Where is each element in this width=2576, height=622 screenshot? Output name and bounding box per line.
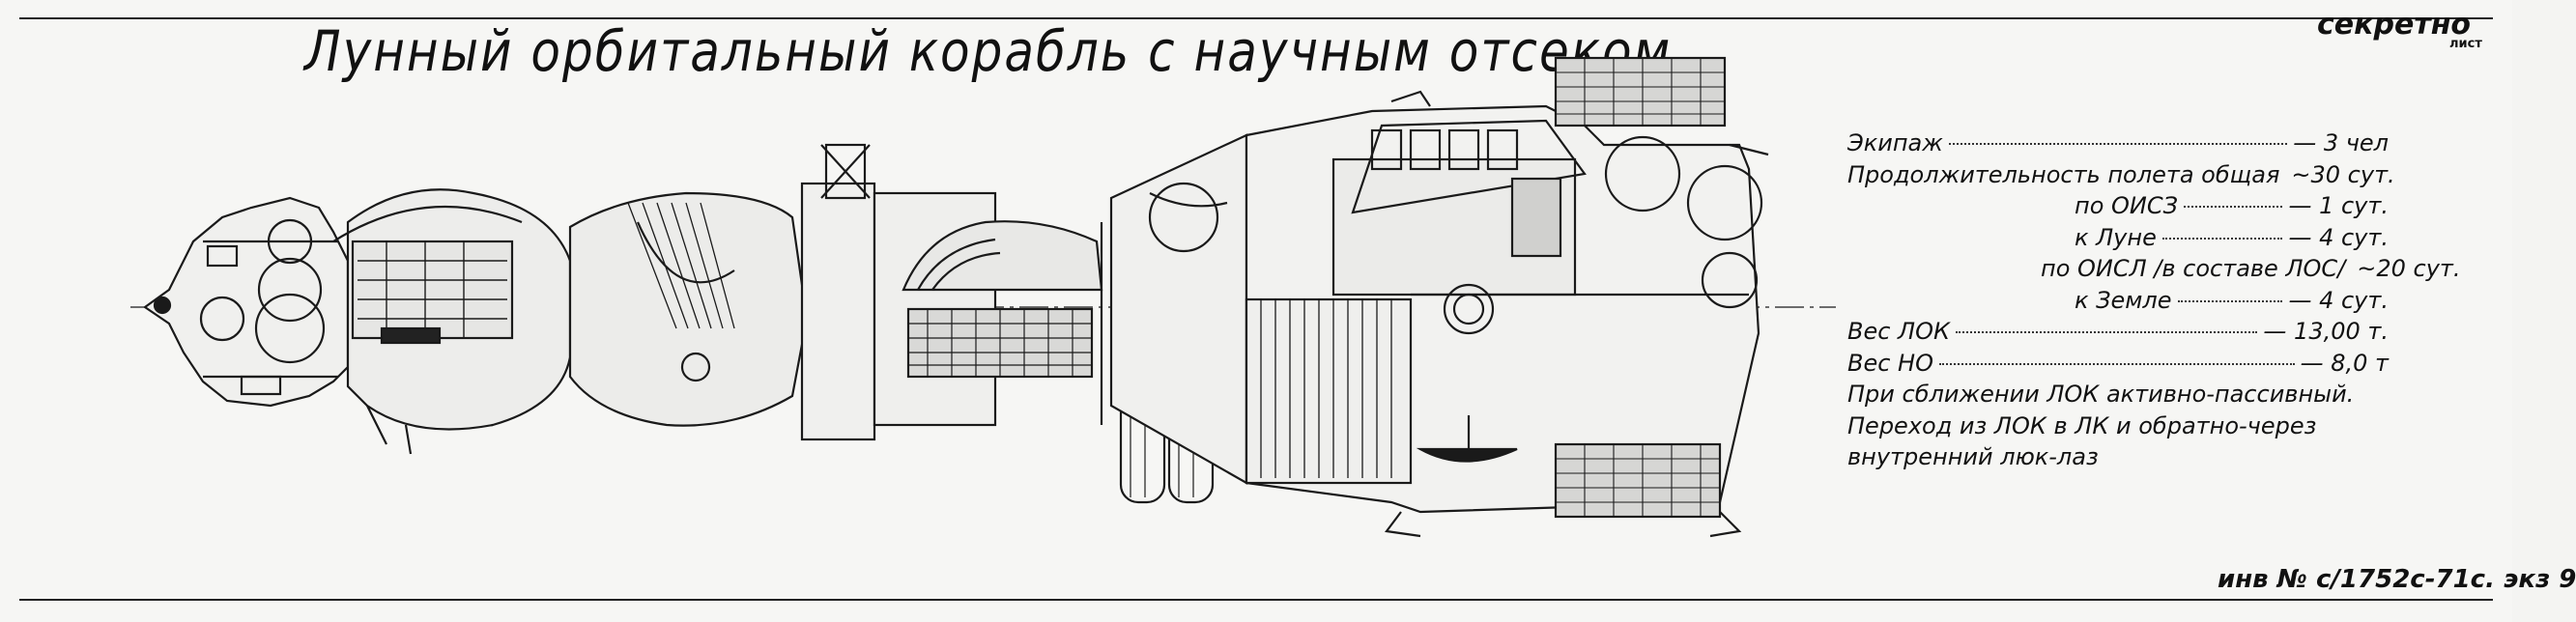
- spec-note-docking: При сближении ЛОК активно-пассивный.: [1847, 381, 2355, 408]
- spacecraft-drawing: [130, 56, 1836, 538]
- spec-label: к Луне: [2075, 223, 2157, 251]
- spec-value: — 1 сут.: [2288, 192, 2389, 219]
- spec-leader-dots: [1956, 331, 2258, 333]
- spec-row-to-earth: к Земле — 4 сут.: [1847, 285, 2389, 317]
- instrument-section: [800, 143, 1215, 504]
- spec-label: Вес НО: [1847, 349, 1933, 377]
- spec-row-lok-weight: Вес ЛОК — 13,00 т.: [1847, 316, 2389, 348]
- spec-label: Продолжительность полета общая: [1847, 160, 2280, 188]
- spec-leader-dots: [1948, 143, 2288, 145]
- frame-bottom-line: [19, 599, 2493, 601]
- spec-value: ~30 сут.: [2291, 160, 2395, 188]
- spec-leader-dots: [1939, 362, 2295, 365]
- spec-value: ~20 сут.: [2357, 255, 2461, 282]
- spec-row-crew: Экипаж — 3 чел: [1847, 127, 2389, 159]
- spec-label: Вес ЛОК: [1847, 318, 1951, 345]
- frame-top-line: [19, 17, 2493, 19]
- descent-module: [143, 196, 350, 408]
- specifications-block: Экипаж — 3 чел Продолжительность полета …: [1847, 127, 2461, 473]
- intermediate-compartment: [568, 191, 809, 427]
- spec-label: по ОИСЛ /в составе ЛОС/: [2041, 255, 2346, 282]
- spec-note-transfer: Переход из ЛОК в ЛК и обратно-через: [1847, 411, 2317, 439]
- drawing-sheet: Лунный орбитальный корабль с научным отс…: [19, 8, 2576, 601]
- spec-label: Экипаж: [1847, 129, 1943, 156]
- spec-row-to-moon: к Луне — 4 сут.: [1847, 222, 2389, 254]
- spec-leader-dots: [2184, 206, 2283, 208]
- spec-row-lunar-orbit: по ОИСЛ /в составе ЛОС/ ~20 сут.: [1847, 253, 2461, 285]
- spec-leader-dots: [2177, 299, 2283, 302]
- spec-note-hatch: внутренний люк-лаз: [1847, 443, 2099, 470]
- sheet-label: лист: [2449, 37, 2482, 51]
- inventory-number: инв № с/1752с-71с. экз 9: [2218, 565, 2576, 594]
- spec-label: по ОИСЗ: [2075, 192, 2178, 219]
- drawing-title: Лунный орбитальный корабль с научным отс…: [304, 19, 1673, 84]
- spec-value: — 4 сут.: [2288, 223, 2389, 251]
- science-compartment: [1245, 56, 1769, 538]
- spec-label: к Земле: [2075, 286, 2172, 314]
- spec-value: — 4 сут.: [2288, 286, 2389, 314]
- spec-row-earth-orbit: по ОИСЗ — 1 сут.: [1847, 190, 2389, 222]
- spec-leader-dots: [2161, 237, 2283, 240]
- spec-row-duration-total: Продолжительность полета общая ~30 сут.: [1847, 159, 2395, 191]
- spec-row-no-weight: Вес НО — 8,0 т: [1847, 348, 2389, 380]
- spec-value: — 13,00 т.: [2263, 318, 2389, 345]
- spec-value: — 8,0 т: [2300, 349, 2389, 377]
- spec-value: — 3 чел: [2293, 129, 2389, 156]
- secret-stamp: секретно: [2317, 8, 2472, 42]
- orbital-module: [332, 188, 572, 455]
